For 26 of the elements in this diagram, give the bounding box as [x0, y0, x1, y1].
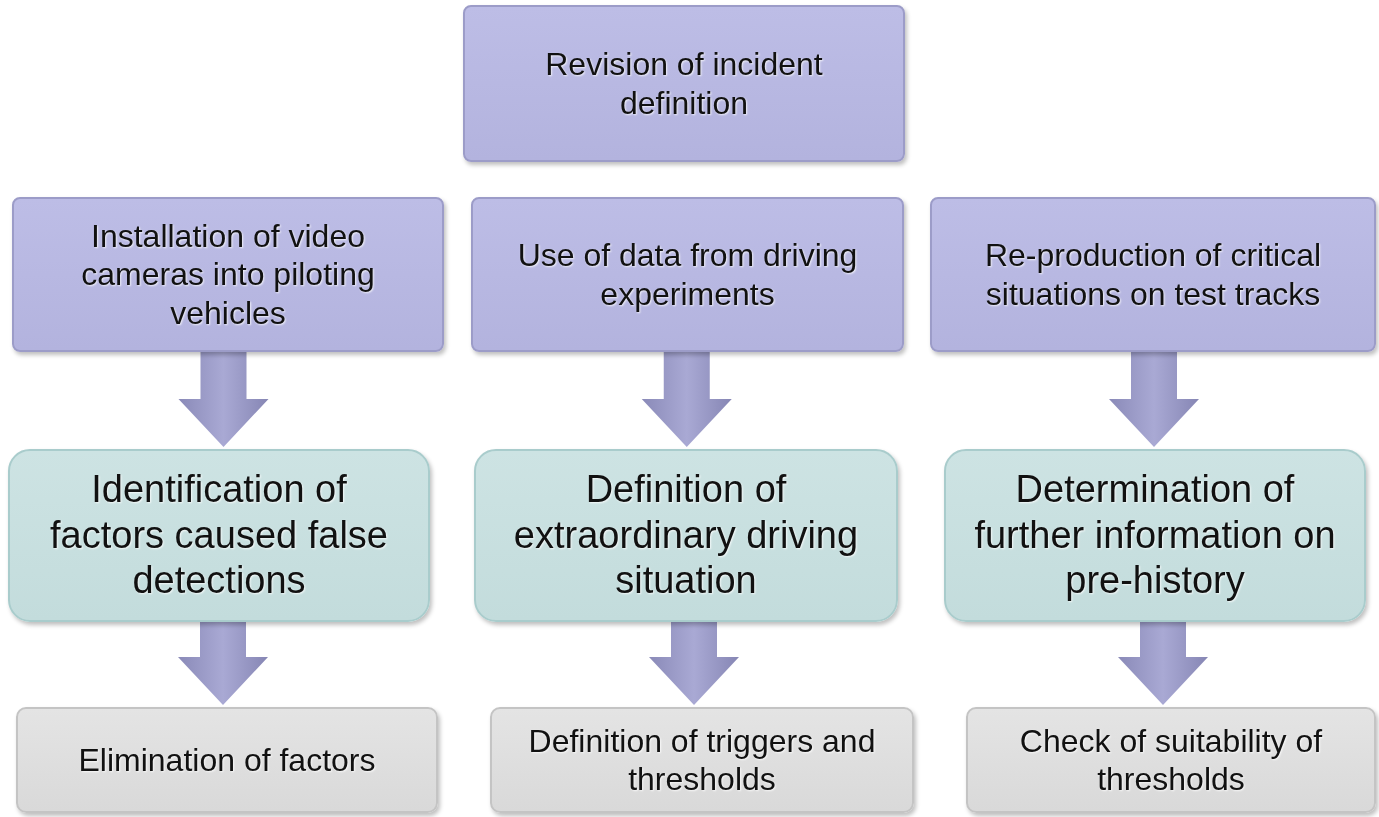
block-arrow: [1118, 622, 1208, 705]
outcome-box: [490, 707, 914, 813]
process-box: [930, 197, 1376, 352]
block-arrow: [649, 622, 739, 705]
node-label: Re-production of critical situations on test tracks: [983, 236, 1323, 313]
block-arrow: [178, 622, 268, 705]
block-arrow: [1109, 352, 1199, 447]
result-box: [8, 449, 430, 622]
node-label: Determination of further information on pre-history: [973, 467, 1337, 604]
node-label: Installation of video cameras into piloting vehicles: [80, 216, 376, 333]
block-arrow: [178, 352, 269, 447]
node-label: Identification of factors caused false detections: [49, 467, 389, 604]
block-arrow: [641, 352, 732, 447]
node-label: Elimination of factors: [78, 740, 376, 780]
process-box: [463, 5, 905, 162]
outcome-box: [16, 707, 438, 813]
node-label: Definition of extraordinary driving situation: [512, 467, 860, 604]
result-box: [944, 449, 1366, 622]
process-box: [471, 197, 904, 352]
outcome-box: [966, 707, 1376, 813]
process-box: [12, 197, 444, 352]
node-label: Revision of incident definition: [544, 45, 824, 122]
result-box: [474, 449, 898, 622]
node-label: Use of data from driving experiments: [517, 236, 858, 313]
node-label: Check of suitability of thresholds: [1018, 721, 1324, 799]
node-label: Definition of triggers and thresholds: [527, 721, 877, 799]
